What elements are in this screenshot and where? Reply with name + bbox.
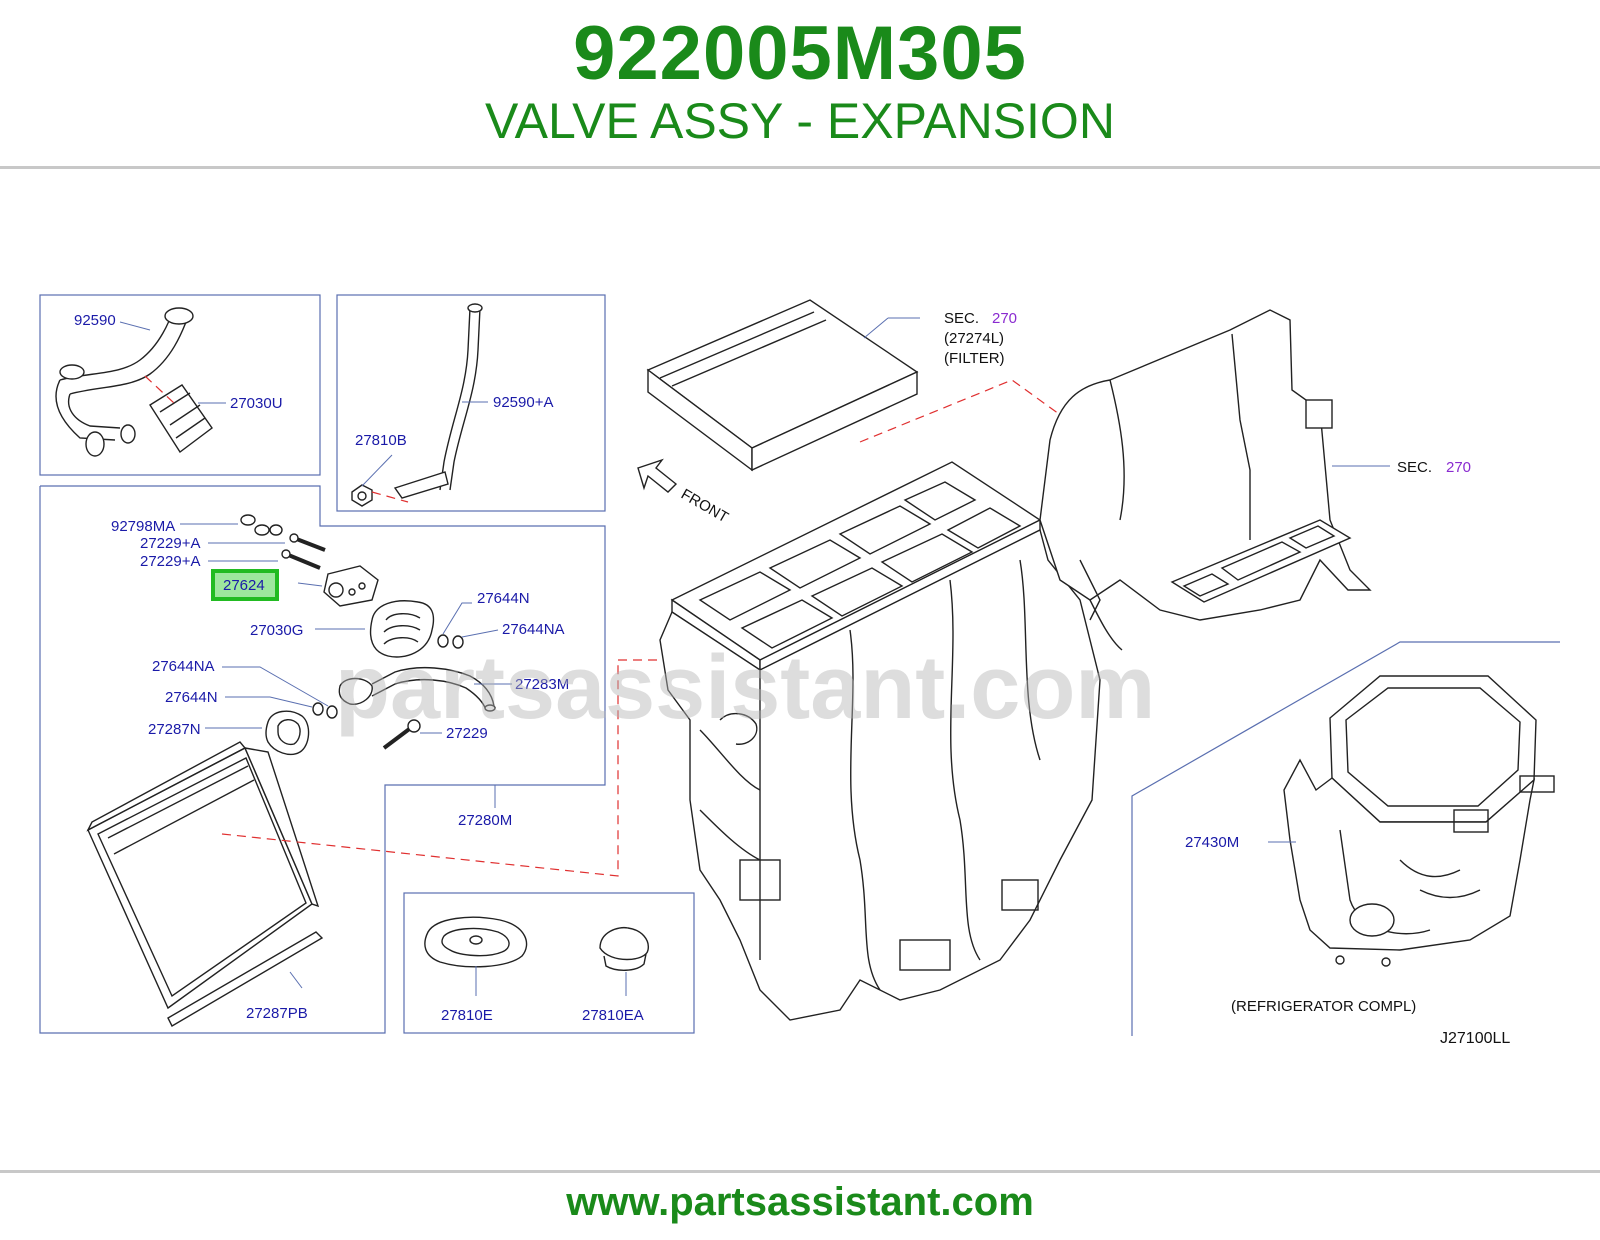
bolt-27229-drawing [382,719,421,750]
filter-27274L-drawing [646,299,919,472]
bolt-27229A-drawing [281,533,326,570]
label-27229A-2[interactable]: 27229+A [140,553,200,570]
label-27644NA-top[interactable]: 27644NA [502,621,565,638]
highlight-27624 [211,569,279,601]
label-27810E[interactable]: 27810E [441,1007,493,1024]
watermark-text: partsassistant.com [335,638,1155,738]
oring-27644NA-top [452,635,464,649]
label-27030U[interactable]: 27030U [230,395,283,412]
label-sec2-prefix: SEC. [1397,459,1432,476]
refrigerator-callout-frame [1131,641,1560,1036]
refrigerator-27430M-drawing [1283,675,1555,967]
insulator-27030G-drawing [369,600,435,658]
label-92798MA[interactable]: 92798MA [111,518,175,535]
label-27644N-left[interactable]: 27644N [165,689,218,706]
grommet-27810E-drawing [424,916,528,968]
label-sec1-prefix: SEC. [944,310,979,327]
frame-main-left [39,485,606,1034]
part-description-title: VALVE ASSY - EXPANSION [485,93,1115,149]
oring-27644NA-left [326,705,338,719]
label-27644NA-left[interactable]: 27644NA [152,658,215,675]
label-92590[interactable]: 92590 [74,312,116,329]
label-27430M[interactable]: 27430M [1185,834,1239,851]
header-divider [0,166,1600,169]
label-27810EA[interactable]: 27810EA [582,1007,644,1024]
label-27287N[interactable]: 27287N [148,721,201,738]
seal-27287PB-drawing [167,931,324,1027]
plug-27810EA-drawing [599,926,649,971]
expansion-valve-27624-drawing [323,565,379,607]
label-27810B[interactable]: 27810B [355,432,407,449]
gasket-27287N-drawing [265,710,310,756]
drain-hose-92590A-drawing [393,303,483,499]
evaporator-core-drawing [86,741,320,1010]
label-sec1-number[interactable]: 270 [992,310,1017,327]
label-27229[interactable]: 27229 [446,725,488,742]
clip-27810B-drawing [351,484,373,507]
insulator-27030U-drawing [149,384,213,454]
label-27283M[interactable]: 27283M [515,676,569,693]
label-27229A-1[interactable]: 27229+A [140,535,200,552]
label-27280M[interactable]: 27280M [458,812,512,829]
label-27624[interactable]: 27624 [223,577,265,594]
front-arrow-icon [637,458,678,493]
label-27287PB[interactable]: 27287PB [246,1005,308,1022]
frame-top-middle [336,294,606,512]
footer-divider [0,1170,1600,1173]
diagram-code: J27100LL [1440,1030,1510,1047]
oring-27644N-left [312,702,324,716]
label-sec1-filter: (FILTER) [944,350,1005,367]
part-number-title: 922005M305 [573,11,1027,96]
label-92590A[interactable]: 92590+A [493,394,553,411]
label-27644N-top[interactable]: 27644N [477,590,530,607]
footer-website-url[interactable]: www.partsassistant.com [566,1180,1034,1224]
label-sec2-number[interactable]: 270 [1446,459,1471,476]
label-27030G[interactable]: 27030G [250,622,303,639]
heater-unit-27280M-drawing [659,309,1372,1021]
label-sec1-part: (27274L) [944,330,1004,347]
pipe-27283M-drawing [338,667,496,712]
clip-92798MA-drawing [240,514,283,536]
label-refrigerator-compl: (REFRIGERATOR COMPL) [1231,998,1416,1015]
frame-top-left [39,294,321,476]
oring-27644N-top [437,634,449,648]
front-direction-label: FRONT [678,486,731,527]
pipe-92590-drawing [55,307,194,457]
frame-bottom-middle [403,892,695,1034]
